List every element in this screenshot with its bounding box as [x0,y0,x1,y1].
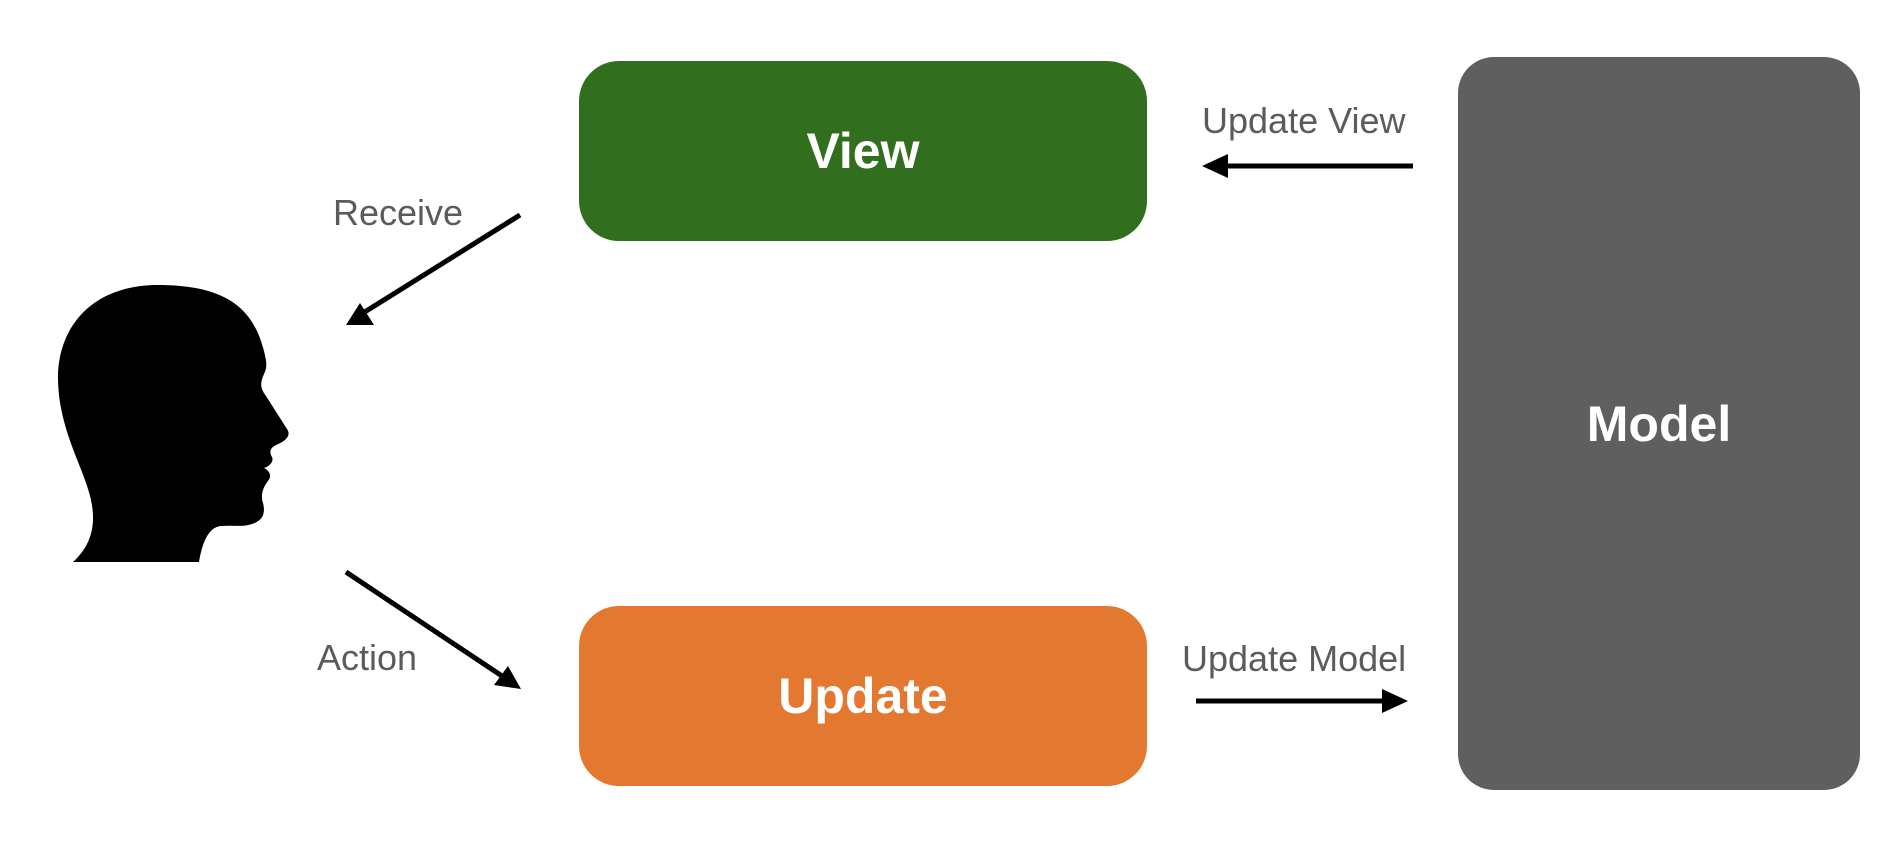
update-view-label: Update View [1202,100,1406,141]
receive-label: Receive [333,192,464,233]
human-head-profile-icon [58,285,289,562]
view-node: View [579,61,1147,241]
update-node-label: Update [778,668,948,724]
action-arrowhead [494,666,521,689]
receive-arrowhead [346,303,374,325]
model-node-label: Model [1586,395,1732,452]
receive-arrow [361,212,522,316]
action-arrow [344,569,504,679]
update-model-label: Update Model [1182,638,1407,679]
update-view-arrowhead [1202,154,1228,178]
action-label: Action [317,637,418,678]
view-node-label: View [806,123,920,179]
update-node: Update [579,606,1147,786]
update-model-arrowhead [1382,689,1408,713]
model-node: Model [1458,57,1860,790]
